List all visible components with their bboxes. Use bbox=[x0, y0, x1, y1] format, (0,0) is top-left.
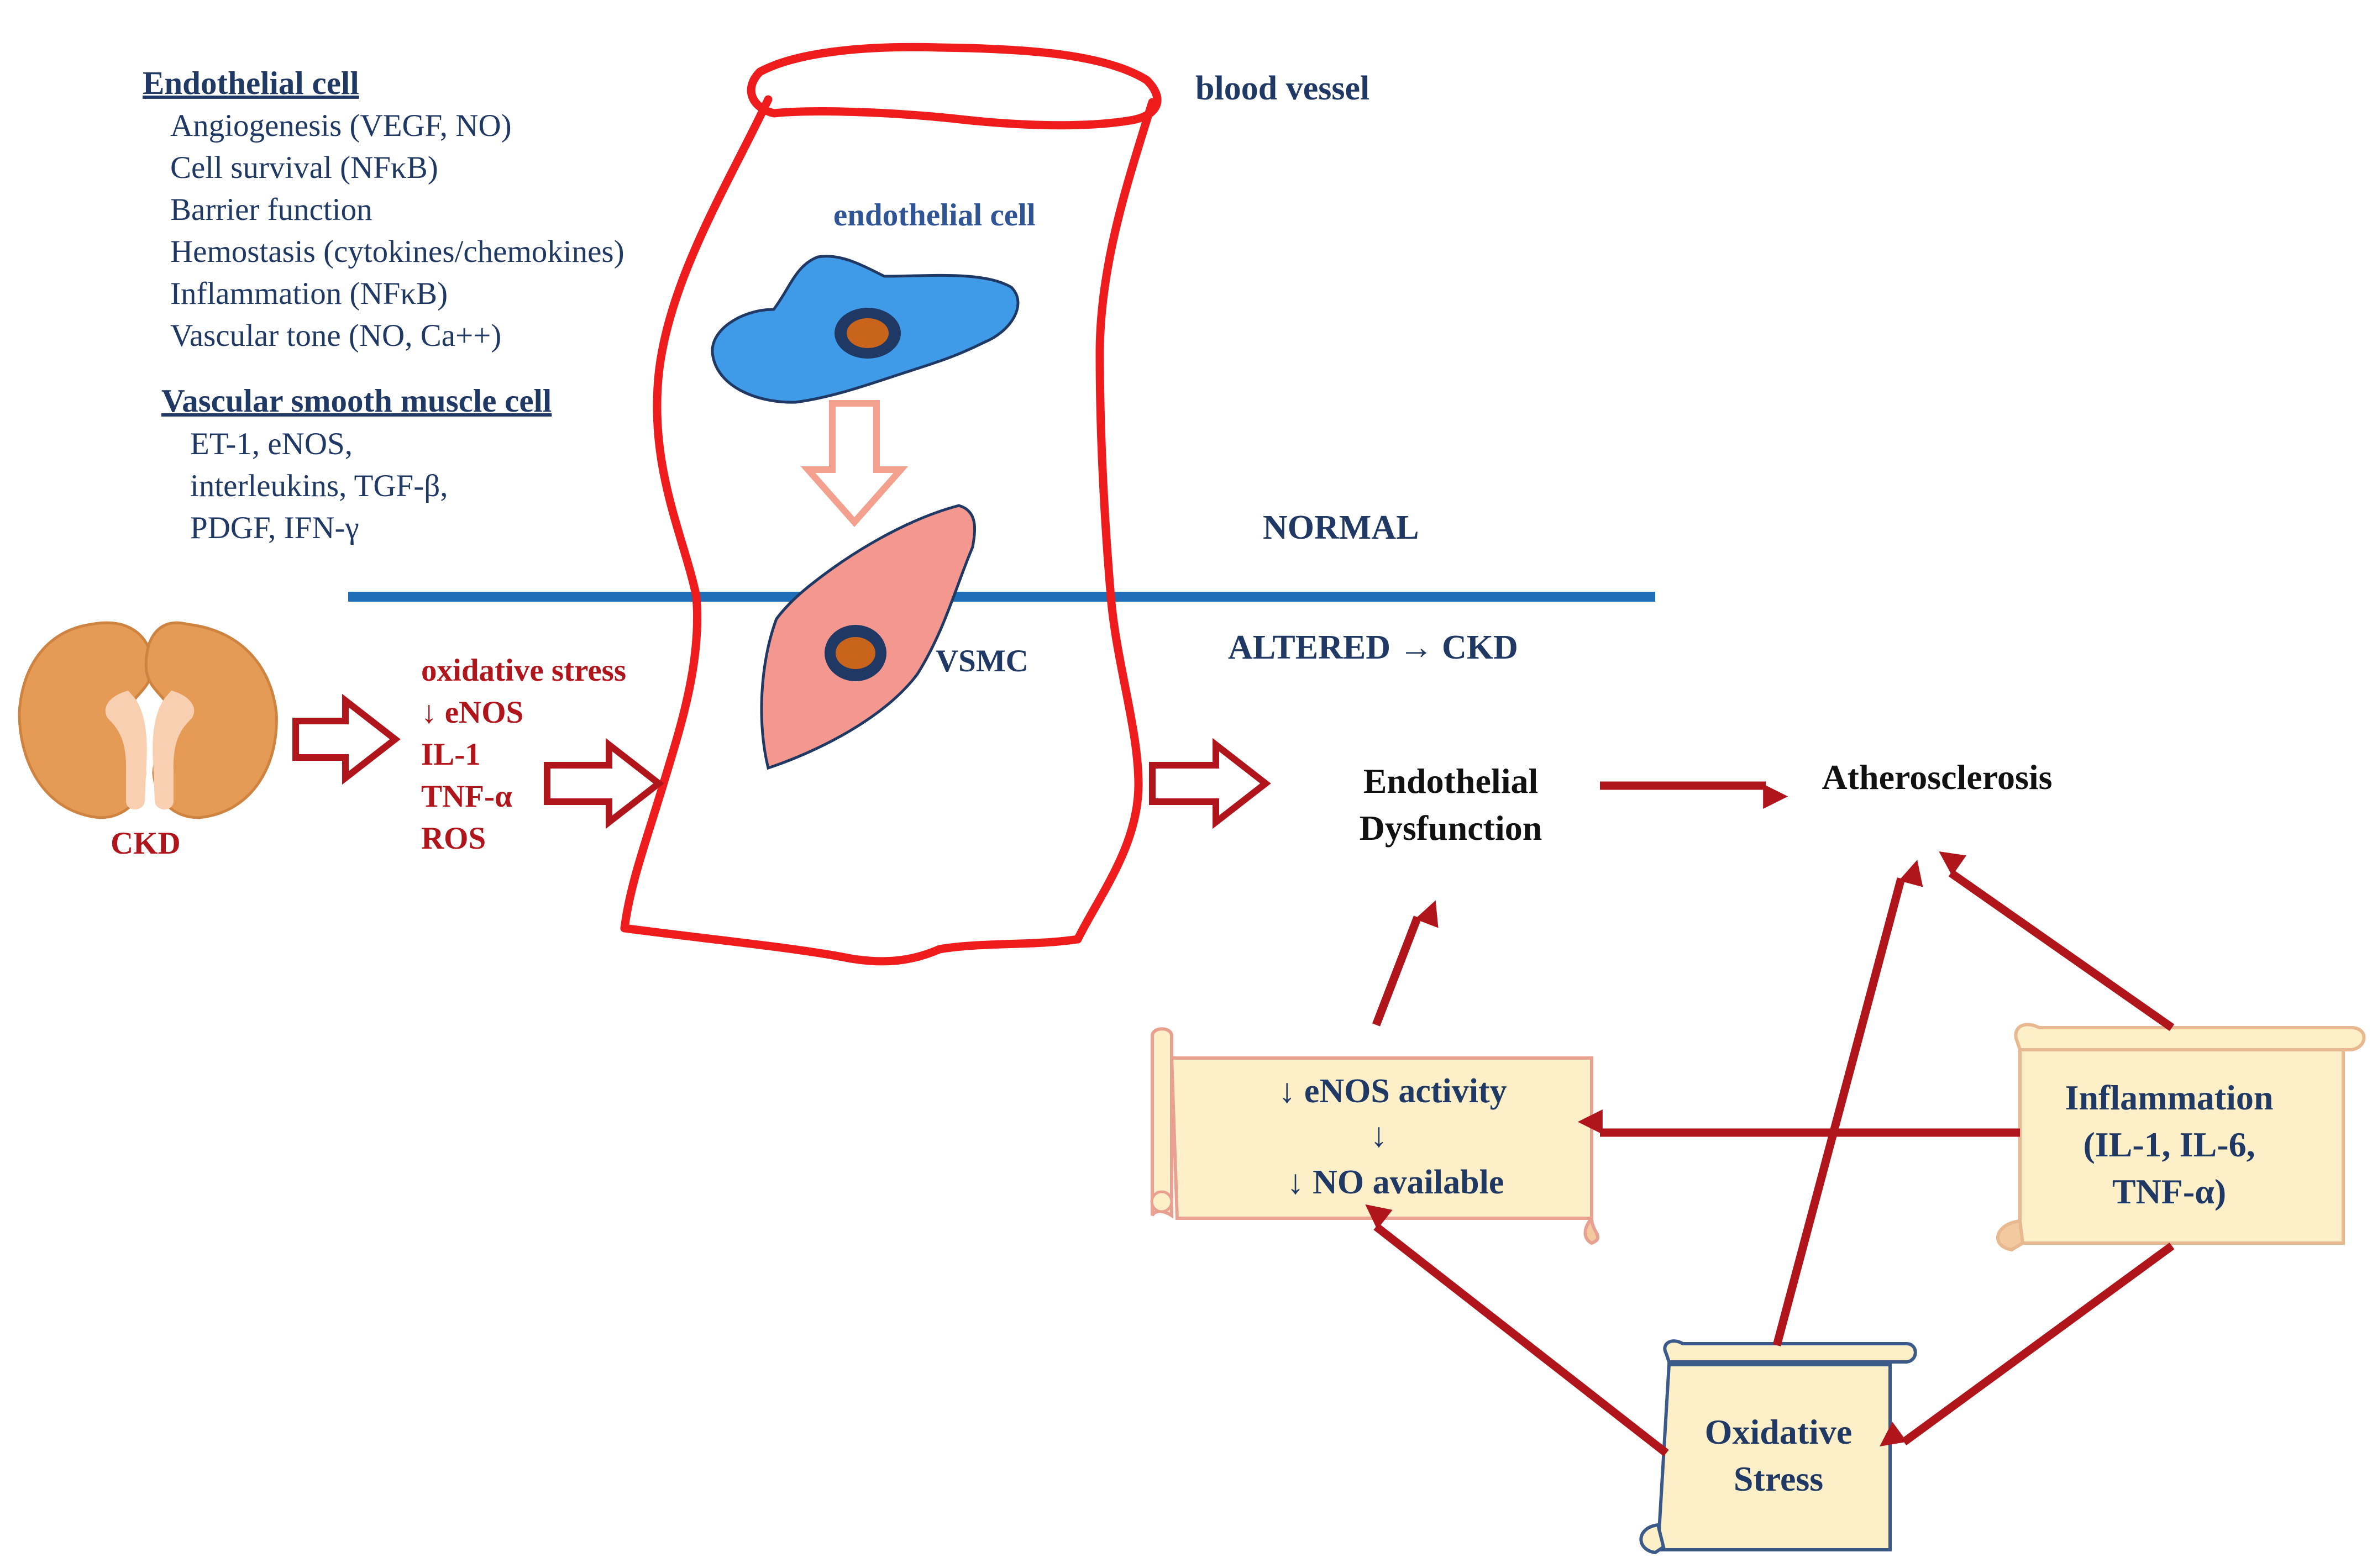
kidneys-icon bbox=[18, 621, 278, 819]
endothelial-item: Cell survival (NFκB) bbox=[170, 150, 438, 185]
endothelial-dysfunction-node: Endothelial Dysfunction bbox=[1360, 761, 1542, 848]
vsmc-item: ET-1, eNOS, bbox=[190, 427, 353, 461]
ckd-label: CKD bbox=[111, 826, 181, 861]
oxidative-stress-scroll: Oxidative Stress bbox=[1639, 1339, 1917, 1555]
inflammation-scroll-line: Inflammation bbox=[2065, 1078, 2274, 1117]
enos-scroll-line: ↓ bbox=[1371, 1117, 1388, 1154]
vessel-right-wall bbox=[1073, 98, 1157, 944]
vessel-left-wall bbox=[620, 95, 773, 933]
vsmc-nucleus bbox=[836, 637, 875, 669]
mediator-item: ↓ eNOS bbox=[421, 695, 523, 730]
arrow-oxidative-to-atherosclerosis bbox=[1772, 860, 1923, 1346]
blood-vessel-label: blood vessel bbox=[1195, 70, 1369, 107]
endothelial-item: Barrier function bbox=[170, 192, 372, 227]
hollow-right-arrow-vessel bbox=[1149, 738, 1271, 829]
altered-ckd-label: ALTERED → CKD bbox=[1228, 629, 1518, 666]
mediator-item: TNF-α bbox=[421, 779, 512, 814]
arrow-enos-to-dysfunction bbox=[1372, 900, 1439, 1027]
enos-scroll: ↓ eNOS activity ↓ ↓ NO available bbox=[1150, 1027, 1600, 1245]
endothelial-nucleus bbox=[847, 318, 889, 348]
inflammation-scroll-line: TNF-α) bbox=[2112, 1172, 2226, 1211]
vsmc-cell bbox=[760, 504, 977, 770]
endothelial-item: Angiogenesis (VEGF, NO) bbox=[170, 108, 512, 143]
enos-scroll-line: ↓ NO available bbox=[1287, 1164, 1504, 1201]
hollow-right-arrow-kidney bbox=[292, 693, 401, 785]
endothelial-item: Hemostasis (cytokines/chemokines) bbox=[170, 234, 625, 269]
pathway-arrows bbox=[1365, 781, 2175, 1456]
mediator-item: ROS bbox=[421, 821, 486, 856]
vessel-bottom-rim bbox=[620, 924, 1082, 966]
oxidative-scroll-line: Oxidative bbox=[1705, 1412, 1853, 1451]
oxidative-scroll-line: Stress bbox=[1734, 1459, 1823, 1498]
enos-scroll-line: ↓ eNOS activity bbox=[1278, 1072, 1507, 1110]
endothelial-cell-label: endothelial cell bbox=[833, 198, 1036, 233]
inflammation-scroll-line: (IL-1, IL-6, bbox=[2083, 1125, 2255, 1164]
arrow-inflammation-to-oxidative bbox=[1880, 1242, 2175, 1447]
normal-label: NORMAL bbox=[1263, 509, 1419, 546]
vsmc-item: PDGF, IFN-γ bbox=[190, 511, 359, 545]
endothelial-function-list: Endothelial cell Angiogenesis (VEGF, NO)… bbox=[143, 65, 625, 353]
endothelial-cell bbox=[711, 255, 1020, 404]
inflammation-scroll: Inflammation (IL-1, IL-6, TNF-α) bbox=[1996, 1023, 2366, 1252]
endothelial-item: Vascular tone (NO, Ca++) bbox=[170, 318, 501, 353]
vsmc-item: interleukins, TGF-β, bbox=[190, 469, 448, 503]
endothelial-dysfunction-line: Dysfunction bbox=[1360, 808, 1542, 848]
hollow-right-arrow-mediators bbox=[544, 738, 664, 829]
vsmc-function-list: Vascular smooth muscle cell ET-1, eNOS, … bbox=[161, 382, 552, 545]
hollow-down-arrow bbox=[800, 400, 909, 528]
atherosclerosis-node: Atherosclerosis bbox=[1822, 757, 2052, 797]
vsmc-heading: Vascular smooth muscle cell bbox=[161, 382, 552, 419]
endothelial-heading: Endothelial cell bbox=[143, 65, 359, 101]
endothelial-dysfunction-line: Endothelial bbox=[1363, 761, 1539, 801]
ckd-mediators: oxidative stress ↓ eNOS IL-1 TNF-α ROS bbox=[421, 653, 626, 856]
blood-vessel bbox=[620, 43, 1162, 966]
arrow-inflammation-to-atherosclerosis bbox=[1939, 851, 2175, 1032]
vessel-top-rim bbox=[747, 43, 1162, 130]
endothelial-item: Inflammation (NFκB) bbox=[170, 276, 448, 311]
mediator-item: IL-1 bbox=[421, 737, 481, 772]
mediator-item: oxidative stress bbox=[421, 653, 626, 688]
arrow-oxidative-to-enos bbox=[1365, 1204, 1669, 1456]
vsmc-label: VSMC bbox=[936, 644, 1028, 678]
